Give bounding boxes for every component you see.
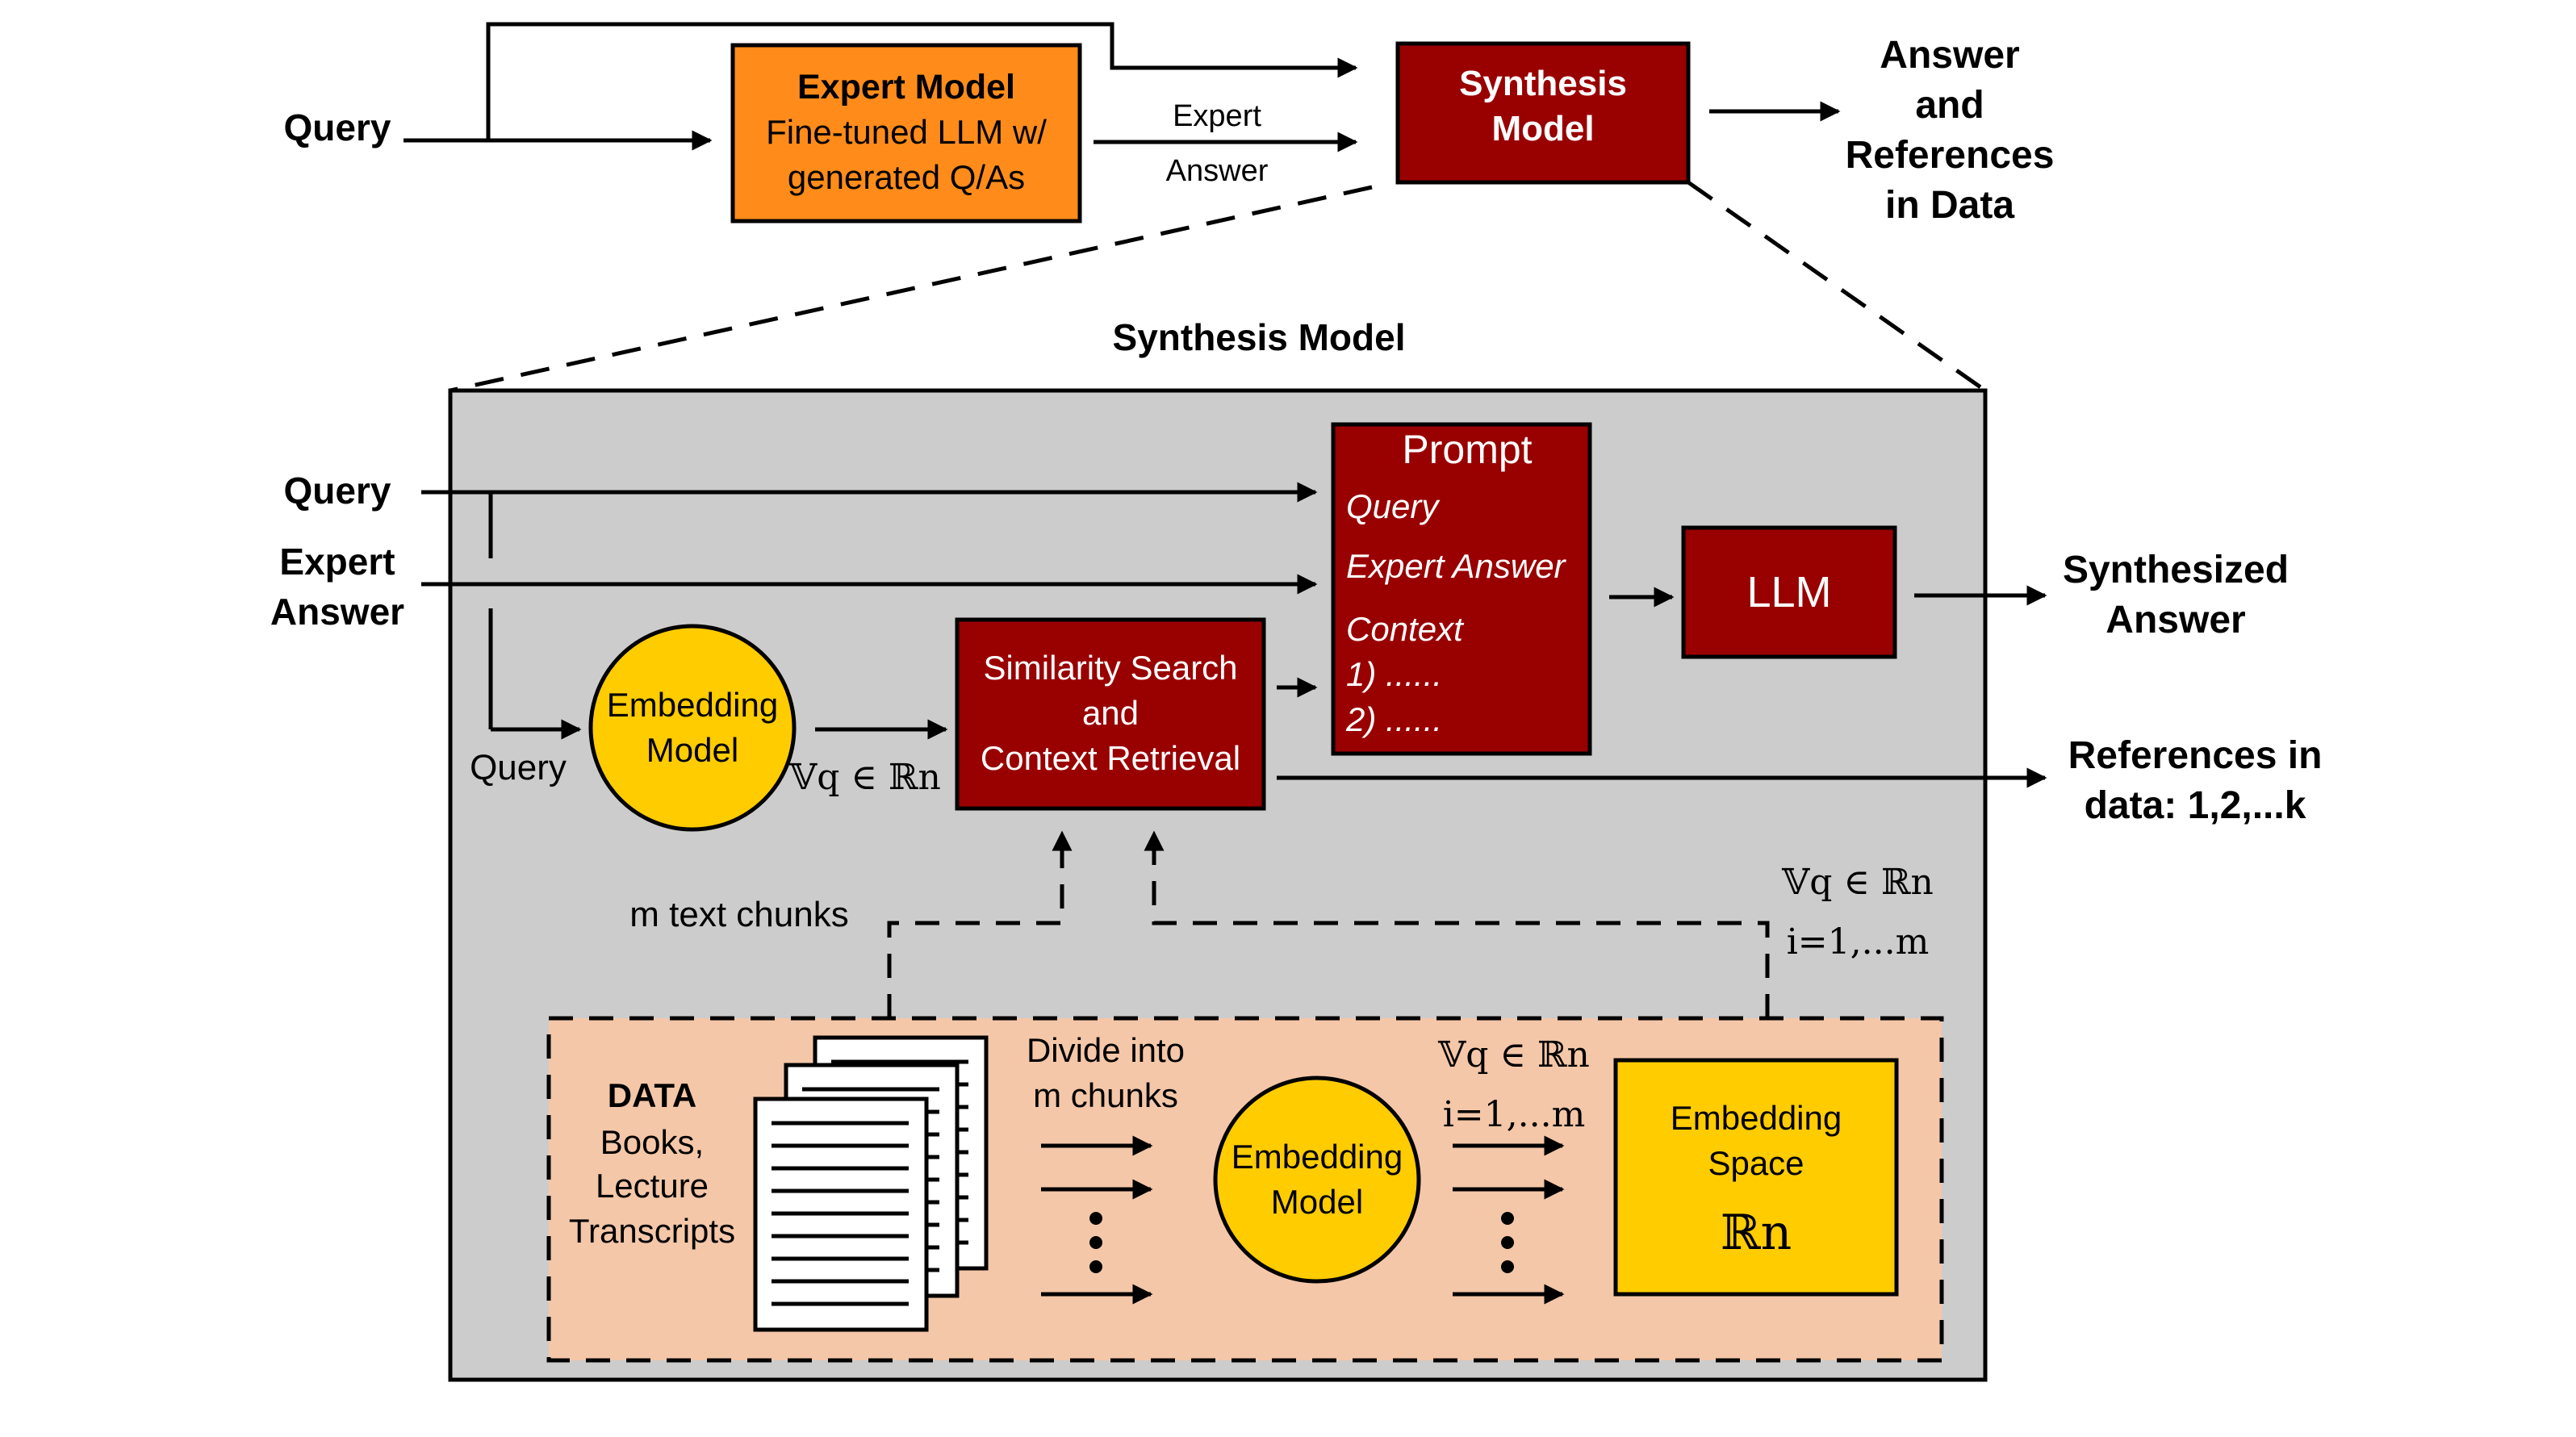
similarity-search-box: Similarity Search and Context Retrieval [955, 617, 1266, 811]
vi-label-top-2: i=1,...m [1787, 921, 1930, 963]
zoom-line-right [1687, 180, 1987, 393]
data-title: DATA [608, 1076, 696, 1114]
data-embedding-model: Embedding Model [1213, 1076, 1421, 1284]
references-line2: data: 1,2,...k [2085, 784, 2306, 827]
embedding-space-line1: Embedding [1671, 1099, 1842, 1137]
synth-answer-line2: Answer [2106, 599, 2245, 641]
similarity-line1: Similarity Search [983, 649, 1237, 687]
synthesis-model-line2: Model [1491, 109, 1594, 148]
output-line1: Answer [1880, 34, 2019, 77]
vq-label: 𝕍q ∈ ℝn [788, 757, 941, 798]
chunk-arrows-left [1041, 1135, 1153, 1305]
data-line1: Books, [600, 1123, 704, 1161]
vectors-dashed-arrow [1144, 830, 1770, 1018]
expert-model-title: Expert Model [797, 68, 1015, 107]
query-embedding-line1: Embedding [607, 686, 778, 724]
query-embedding-line2: Model [646, 731, 738, 769]
output-line4: in Data [1885, 184, 2014, 227]
llm-box: LLM [1681, 525, 1897, 659]
embedding-space-box: Embedding Space ℝn [1613, 1058, 1899, 1297]
top-flow: Query Expert Model Fine-tuned LLM w/ gen… [284, 22, 2055, 227]
m-text-chunks-label: m text chunks [629, 895, 848, 934]
divide-label-2: m chunks [1033, 1076, 1178, 1114]
top-query-label: Query [284, 107, 391, 148]
expert-answer-label-2: Answer [1166, 154, 1269, 188]
detail-query-small-label: Query [470, 748, 567, 787]
prompt-item-2: 2) ...... [1345, 700, 1442, 738]
expert-answer-label-1: Expert [1173, 99, 1261, 133]
output-line3: References [1846, 134, 2055, 177]
synthesis-detail-title: Synthesis Model [1113, 316, 1406, 358]
vi-label-top-1: 𝕍q ∈ ℝn [1781, 862, 1934, 903]
detail-expert-label-2: Answer [270, 591, 404, 633]
embedding-space-symbol: ℝn [1721, 1205, 1792, 1261]
query-embedding-model: Embedding Model [588, 624, 797, 832]
output-line2: and [1915, 84, 1984, 127]
vector-arrows-right [1453, 1135, 1565, 1305]
embedding-space-line2: Space [1708, 1144, 1804, 1182]
data-line2: Lecture [596, 1167, 709, 1205]
divide-label-1: Divide into [1027, 1031, 1185, 1069]
vi-label-bottom-1: 𝕍q ∈ ℝn [1437, 1034, 1590, 1076]
data-embedding-line1: Embedding [1232, 1138, 1403, 1176]
prompt-box: Prompt Query Expert Answer Context 1) ..… [1331, 422, 1592, 756]
similarity-line3: Context Retrieval [981, 739, 1240, 777]
synth-answer-line1: Synthesized [2063, 549, 2289, 591]
synthesis-model-box: Synthesis Model [1395, 41, 1691, 185]
zoom-line-left [450, 185, 1373, 393]
top-bypass-arrow [486, 22, 1358, 140]
document-stack-icon [753, 1035, 989, 1332]
prompt-item-expert-answer: Expert Answer [1346, 547, 1567, 585]
text-chunks-dashed-arrow [887, 830, 1073, 1018]
prompt-item-query: Query [1346, 487, 1441, 525]
prompt-item-context: Context [1346, 610, 1465, 648]
detail-expert-label-1: Expert [279, 541, 395, 583]
prompt-item-1: 1) ...... [1346, 655, 1442, 693]
llm-label: LLM [1746, 568, 1831, 616]
references-line1: References in [2068, 734, 2323, 777]
similarity-line2: and [1082, 694, 1139, 732]
expert-model-box: Expert Model Fine-tuned LLM w/ generated… [730, 43, 1082, 223]
vi-label-bottom-2: i=1,...m [1443, 1094, 1586, 1135]
synthesis-model-line1: Synthesis [1459, 64, 1627, 103]
expert-model-line2: generated Q/As [788, 158, 1025, 196]
prompt-title: Prompt [1402, 427, 1532, 472]
detail-query-label: Query [284, 470, 391, 512]
expert-model-line1: Fine-tuned LLM w/ [766, 113, 1047, 151]
data-line3: Transcripts [569, 1212, 735, 1250]
data-embedding-line2: Model [1271, 1183, 1363, 1221]
